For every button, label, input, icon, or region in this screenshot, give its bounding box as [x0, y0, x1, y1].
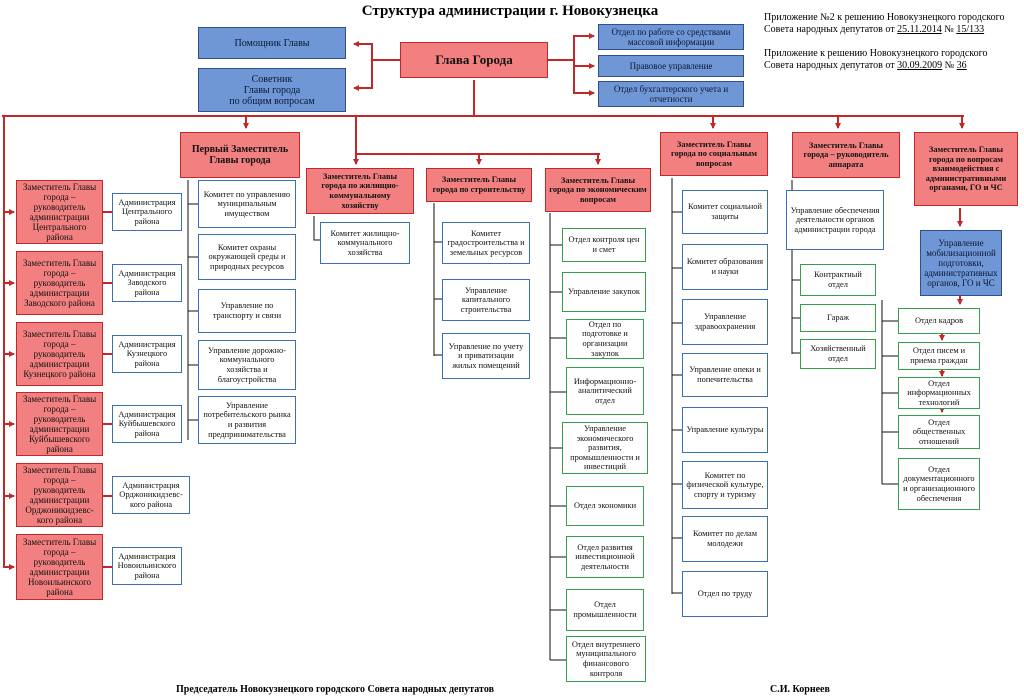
box-first-deputy-unit-5: Управление потребительского рынка и разв… [198, 396, 296, 444]
box-housing-unit-1: Комитет жилищно-коммунального хозяйства [320, 222, 410, 264]
box-interaction-unit-1: Управление мобилизационной подготовки, а… [920, 230, 1002, 296]
box-district-admin-novoilinsky: Администрация Новоильинского района [112, 547, 182, 585]
box-district-head-ordzhonikidzevsky: Заместитель Главы города – руководитель … [16, 463, 103, 527]
box-first-deputy-unit-1: Комитет по управлению муниципальным имущ… [198, 180, 296, 228]
box-social-unit-7: Комитет по делам молодежи [682, 516, 768, 562]
box-economy-unit-6: Отдел экономики [566, 486, 644, 526]
box-district-head-kuibyshevsky: Заместитель Главы города – руководитель … [16, 392, 103, 456]
box-economy-unit-8: Отдел промышленности [566, 589, 644, 631]
box-economy-unit-3: Отдел по подготовке и организации закупо… [566, 319, 644, 359]
box-first-deputy: Первый Заместитель Главы города [180, 132, 300, 178]
box-district-admin-kuznetsky: Администрация Кузнецкого района [112, 335, 182, 373]
box-social-unit-8: Отдел по труду [682, 571, 768, 617]
box-legal: Правовое управление [598, 55, 744, 77]
box-apparatus-right-unit-4: Отдел общественных отношений [898, 415, 980, 449]
box-economy-unit-1: Отдел контроля цен и смет [562, 228, 646, 262]
box-apparatus-unit-1: Управление обеспечения деятельности орга… [786, 190, 884, 250]
box-deputy-social: Заместитель Главы города по социальным в… [660, 132, 768, 176]
box-district-admin-zavodsky: Администрация Заводского района [112, 264, 182, 302]
box-apparatus-right-unit-2: Отдел писем и приема граждан [898, 342, 980, 370]
box-deputy-construction: Заместитель Главы города по строительств… [426, 168, 532, 202]
box-economy-unit-7: Отдел развития инвестиционной деятельнос… [566, 536, 644, 578]
box-first-deputy-unit-3: Управление по транспорту и связи [198, 289, 296, 333]
box-apparatus-right-unit-5: Отдел документационного и организационно… [898, 458, 980, 510]
box-social-unit-6: Комитет по физической культуре, спорту и… [682, 461, 768, 509]
box-economy-unit-4: Информационно-аналитический отдел [566, 367, 644, 415]
box-apparatus-unit-4: Хозяйственный отдел [800, 339, 876, 369]
footer-chairman-name: С.И. Корнеев [770, 684, 830, 695]
box-first-deputy-unit-2: Комитет охраны окружающей среды и природ… [198, 234, 296, 280]
box-social-unit-2: Комитет образования и науки [682, 244, 768, 290]
box-apparatus-right-unit-3: Отдел информационных технологий [898, 377, 980, 409]
box-social-unit-5: Управление культуры [682, 407, 768, 453]
box-district-admin-kuibyshevsky: Администрация Куйбышевского района [112, 405, 182, 443]
box-economy-unit-5: Управление экономического развития, пром… [562, 422, 648, 474]
box-economy-unit-2: Управление закупок [562, 272, 646, 312]
box-construction-unit-3: Управление по учету и приватизации жилых… [442, 333, 530, 379]
appendix-note-2014: Приложение №2 к решению Новокузнецкого г… [764, 12, 1005, 35]
box-advisor: Советник Главы города по общим вопросам [198, 68, 346, 112]
box-head-of-city: Глава Города [400, 42, 548, 78]
box-apparatus-unit-2: Контрактный отдел [800, 264, 876, 296]
page-title: Структура администрации г. Новокузнецка [361, 3, 659, 19]
box-district-head-central: Заместитель Главы города – руководитель … [16, 180, 103, 244]
box-district-head-kuznetsky: Заместитель Главы города – руководитель … [16, 322, 103, 386]
footer-chairman-title: Председатель Новокузнецкого городского С… [176, 684, 494, 695]
box-district-admin-central: Администрация Центрального района [112, 193, 182, 231]
box-district-admin-ordzhonikidzevsky: Администрация Орджоникидзевс-кого района [112, 476, 190, 514]
box-construction-unit-1: Комитет градостроительства и земельных р… [442, 222, 530, 264]
box-deputy-economy: Заместитель Главы города по экономически… [545, 168, 651, 212]
box-social-unit-3: Управление здравоохранения [682, 299, 768, 345]
box-deputy-interaction: Заместитель Главы города по вопросам вза… [914, 132, 1018, 206]
box-apparatus-right-unit-1: Отдел кадров [898, 308, 980, 334]
box-accounting: Отдел бухгалтерского учета и отчетности [598, 81, 744, 107]
box-first-deputy-unit-4: Управление дорожно-коммунального хозяйст… [198, 340, 296, 390]
box-media-dept: Отдел по работе со средствами массовой и… [598, 24, 744, 50]
box-social-unit-1: Комитет социальной защиты [682, 190, 768, 234]
box-district-head-zavodsky: Заместитель Главы города – руководитель … [16, 251, 103, 315]
box-economy-unit-9: Отдел внутреннего муниципального финансо… [566, 636, 646, 682]
box-construction-unit-2: Управление капитального строительства [442, 279, 530, 321]
box-deputy-apparatus: Заместитель Главы города – руководитель … [792, 132, 900, 178]
appendix-note-2009: Приложение к решению Новокузнецкого горо… [764, 48, 988, 71]
box-deputy-housing: Заместитель Главы города по жилищно-комм… [306, 168, 414, 214]
box-assistant: Помощник Главы [198, 27, 346, 59]
box-social-unit-4: Управление опеки и попечительства [682, 353, 768, 397]
box-apparatus-unit-3: Гараж [800, 304, 876, 332]
box-district-head-novoilinsky: Заместитель Главы города – руководитель … [16, 534, 103, 600]
